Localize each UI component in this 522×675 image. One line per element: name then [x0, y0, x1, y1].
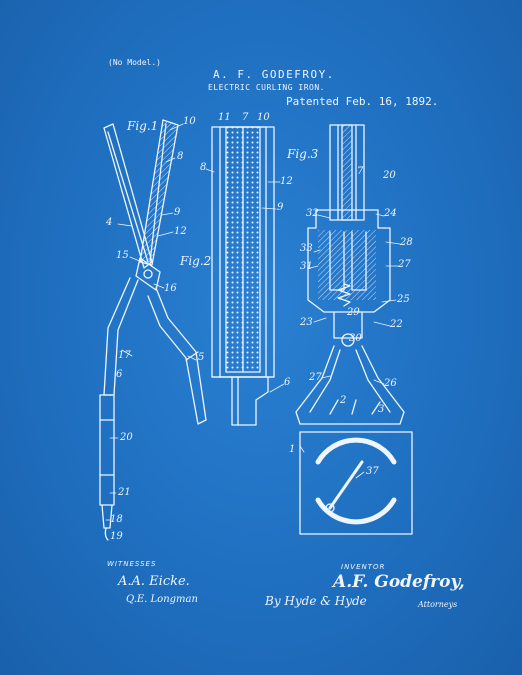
fig1-right-handle-bend [185, 351, 199, 361]
ref-numeral: 27 [309, 372, 322, 383]
ref-numeral: 19 [110, 531, 123, 542]
ref-numeral: 1 [289, 444, 296, 455]
ref-numeral: 8 [200, 162, 207, 173]
ref-numeral: 21 [118, 487, 131, 498]
ref-numeral: 31 [300, 261, 313, 272]
ref-numeral: 22 [390, 319, 403, 330]
ref-numeral: 28 [400, 237, 413, 248]
fig1-pivot-pin [143, 269, 153, 279]
fig3-neck-ball [341, 333, 355, 347]
fig1-label: Fig.1 [127, 119, 159, 133]
no-model-note: (No Model.) [108, 58, 161, 67]
witness-signature-2: Q.E. Longman [126, 594, 198, 605]
fig3-flare-line-left [309, 349, 341, 413]
fig3-lever-pivot [325, 503, 335, 513]
fig1-pivot [135, 257, 161, 291]
ref-numeral: 33 [300, 243, 313, 254]
ref-numeral: 6 [116, 369, 123, 380]
ref-numeral: 30 [349, 333, 362, 344]
fig3-plug-left [329, 231, 345, 291]
fig1-curling-iron [99, 119, 207, 541]
fig1-grip-end [101, 504, 113, 529]
attorney-signature: By Hyde & Hyde [265, 594, 367, 608]
fig1-left-prong-inner [107, 131, 149, 263]
ref-numeral: 4 [106, 217, 113, 228]
fig3-label: Fig.3 [287, 147, 319, 161]
ref-numeral: 23 [300, 317, 313, 328]
fig1-barrel-inner [149, 123, 167, 263]
fig1-grip [99, 394, 115, 506]
ref-numeral: 25 [397, 294, 410, 305]
fig3-housing [307, 209, 391, 313]
fig1-cord [104, 527, 109, 541]
fig1-right-barrel [139, 119, 179, 266]
ref-numeral: 2 [340, 395, 347, 406]
fig3-dial-arc-lower [315, 497, 397, 525]
ref-numeral: 18 [110, 514, 123, 525]
ref-numeral: 10 [183, 116, 196, 127]
attorneys-label: Attorneys [418, 600, 458, 609]
leader-lines [105, 123, 401, 521]
ref-numeral: 20 [120, 432, 133, 443]
ref-numeral: 27 [398, 259, 411, 270]
invention-title: ELECTRIC CURLING IRON. [208, 83, 325, 92]
fig3-spring [337, 283, 351, 307]
fig3-dial-arc [315, 437, 397, 465]
ref-numeral: 20 [383, 170, 396, 181]
ref-numeral: 32 [306, 208, 319, 219]
ref-numeral: 17 [118, 350, 131, 361]
ref-numeral: 8 [177, 151, 184, 162]
ref-numeral: 6 [284, 377, 291, 388]
ref-numeral: 9 [174, 207, 181, 218]
fig3-shaft-core [341, 124, 353, 221]
ref-numeral: 11 [218, 112, 231, 123]
fig3-contacts [329, 399, 381, 415]
fig3-housing-fill [318, 230, 376, 300]
ref-numeral: 37 [366, 466, 379, 477]
ref-numeral: 7 [242, 112, 249, 123]
ref-numeral: 26 [384, 378, 397, 389]
ref-numeral: 10 [257, 112, 270, 123]
witnesses-label: WITNESSES [107, 560, 157, 568]
fig3-connector [295, 124, 413, 535]
ref-numeral: 29 [347, 307, 360, 318]
ref-numeral: 16 [164, 283, 177, 294]
inventor-name-heading: A. F. GODEFROY. [213, 68, 335, 81]
fig3-switch-box [299, 431, 413, 535]
inventor-label: INVENTOR [341, 563, 386, 571]
ref-numeral: 5 [198, 352, 205, 363]
fig2-stem [231, 376, 269, 426]
fig3-flare-line-right [355, 349, 391, 413]
patent-date: Patented Feb. 16, 1892. [286, 95, 439, 108]
fig2-barrel-section [211, 126, 275, 426]
fig1-right-handle [147, 287, 207, 425]
fig2-label: Fig.2 [180, 254, 212, 268]
ref-numeral: 24 [384, 208, 397, 219]
fig3-plug-right [351, 231, 367, 291]
ref-numeral: 9 [277, 202, 284, 213]
ref-numeral: 12 [280, 176, 293, 187]
ref-numeral: 3 [378, 404, 385, 415]
ref-numeral: 15 [116, 250, 129, 261]
ref-numeral: 12 [174, 226, 187, 237]
fig3-neck [333, 311, 363, 339]
ref-numeral: 7 [357, 166, 364, 177]
witness-signature-1: A.A. Eicke. [118, 574, 190, 589]
fig3-switch-lever [328, 460, 364, 510]
inventor-signature: A.F. Godefroy, [333, 572, 465, 592]
